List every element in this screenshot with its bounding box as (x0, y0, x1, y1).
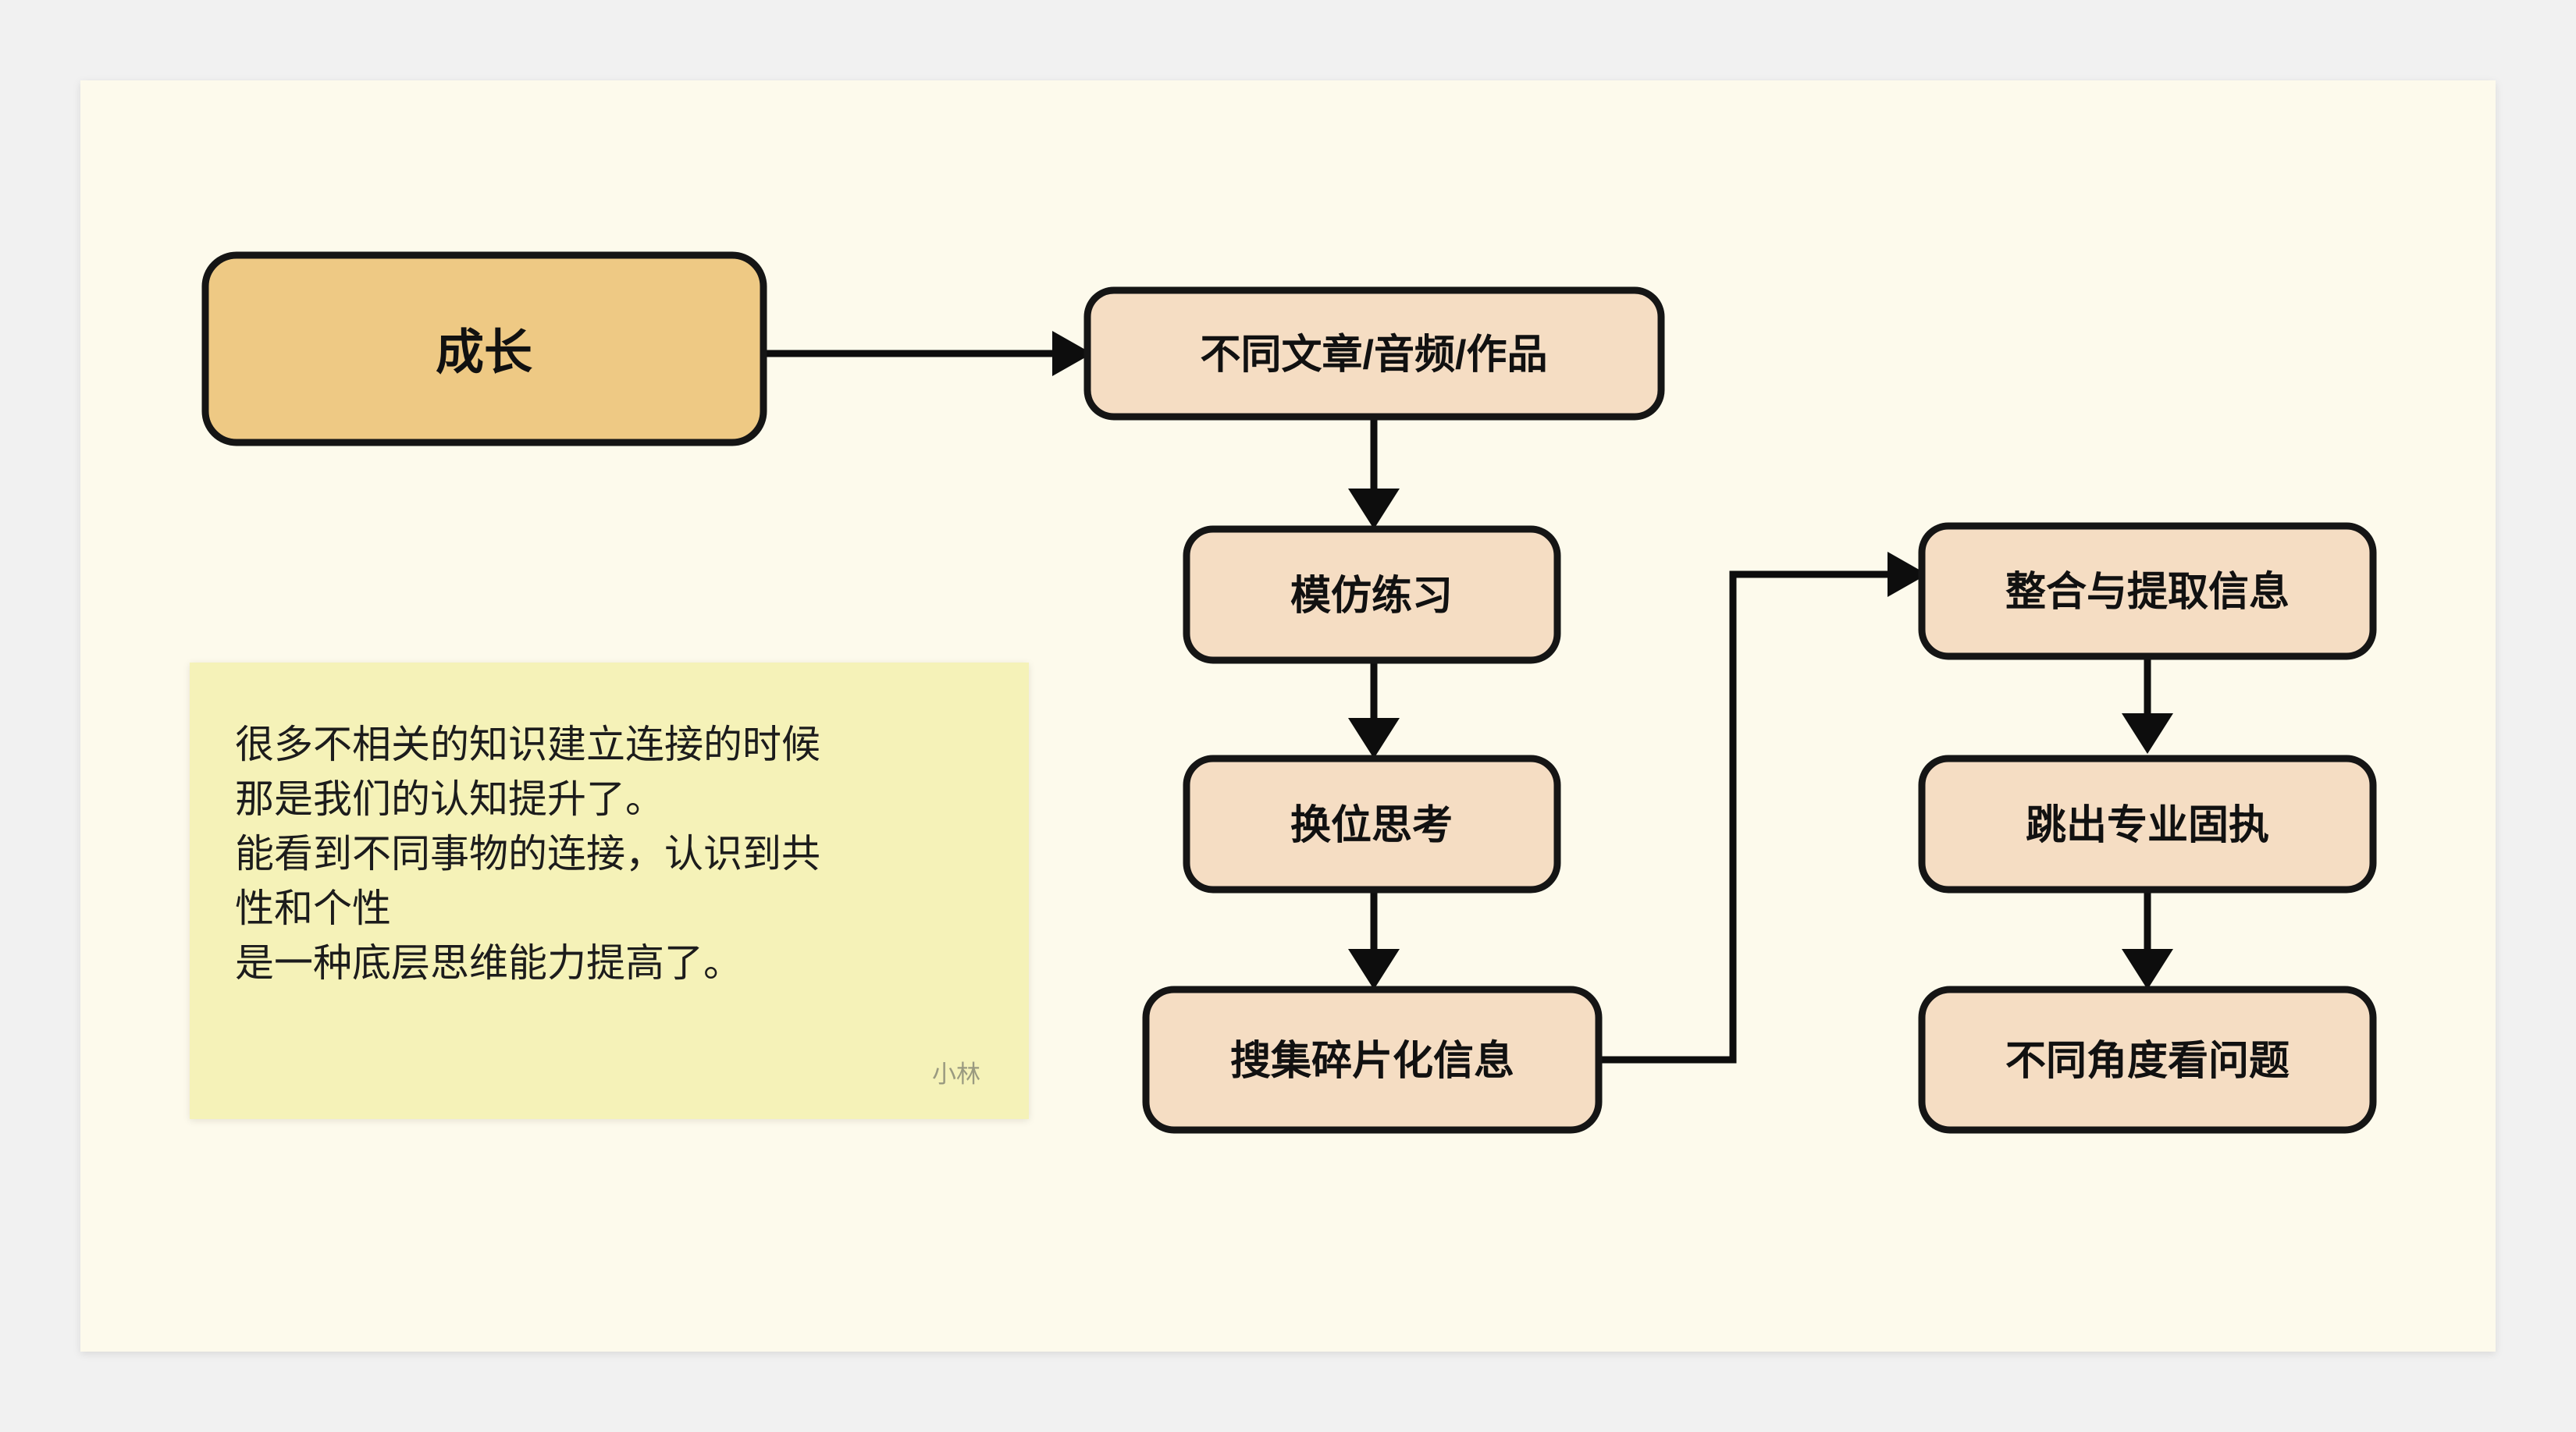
node-root[interactable]: 成长 (201, 251, 767, 446)
node-angles[interactable]: 不同角度看问题 (1918, 986, 2377, 1134)
edge-breakout-to-angles (2122, 890, 2173, 990)
edge-sources-to-imitate (1348, 417, 1400, 529)
edge-integrate-to-breakout (2122, 656, 2173, 754)
node-collect[interactable]: 搜集碎片化信息 (1142, 986, 1603, 1134)
node-sources[interactable]: 不同文章/音频/作品 (1083, 286, 1665, 421)
note-line: 那是我们的认知提升了。 (235, 777, 664, 821)
note-line: 很多不相关的知识建立连接的时候 (235, 723, 820, 766)
note-line: 是一种底层思维能力提高了。 (235, 941, 742, 985)
node-empathy-label: 换位思考 (1290, 803, 1453, 848)
node-imitate[interactable]: 模仿练习 (1183, 525, 1561, 664)
node-root-label: 成长 (436, 326, 532, 380)
note-line: 能看到不同事物的连接，认识到共 (235, 832, 820, 876)
node-breakout[interactable]: 跳出专业固执 (1918, 755, 2377, 894)
node-angles-label: 不同角度看问题 (2005, 1039, 2290, 1084)
node-sources-label: 不同文章/音频/作品 (1201, 332, 1548, 378)
node-empathy[interactable]: 换位思考 (1183, 755, 1561, 894)
edge-root-to-sources (763, 331, 1092, 376)
node-imitate-label: 模仿练习 (1290, 574, 1453, 619)
note-line: 性和个性 (235, 887, 391, 930)
node-integrate[interactable]: 整合与提取信息 (1918, 522, 2377, 660)
edge-imitate-to-empathy (1348, 660, 1400, 759)
edge-collect-to-integrate (1542, 552, 1927, 1064)
note-signature: 小林 (932, 1061, 980, 1088)
node-collect-label: 搜集碎片化信息 (1230, 1039, 1514, 1084)
sticky-note: 很多不相关的知识建立连接的时候 那是我们的认知提升了。 能看到不同事物的连接，认… (190, 663, 1029, 1119)
node-breakout-label: 跳出专业固执 (2026, 803, 2269, 848)
edge-empathy-to-collect (1348, 890, 1400, 990)
node-integrate-label: 整合与提取信息 (2005, 570, 2290, 615)
